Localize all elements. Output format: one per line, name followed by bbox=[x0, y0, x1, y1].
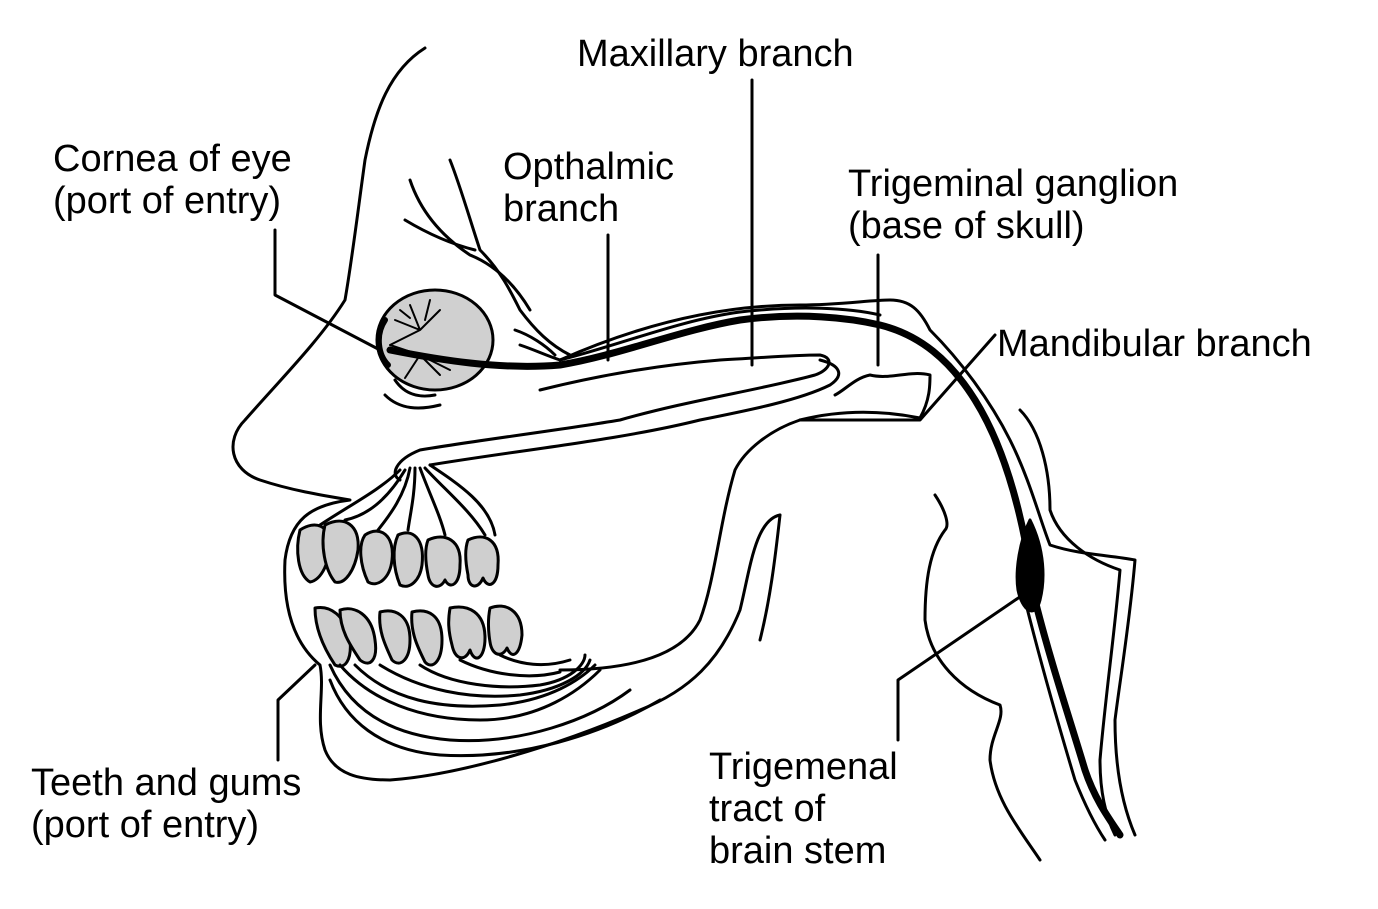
label-mandibular-line-1: Mandibular branch bbox=[997, 323, 1312, 365]
upper-tooth-2 bbox=[321, 519, 360, 584]
label-trigemenal-tract: Trigemenal tract of brain stem bbox=[709, 746, 898, 872]
brainstem-tract-outline bbox=[1023, 598, 1107, 842]
label-ganglion-line-2: (base of skull) bbox=[848, 205, 1085, 247]
label-ganglion-line-1: Trigeminal ganglion bbox=[848, 163, 1179, 205]
label-tract-line-2: tract of bbox=[709, 788, 826, 830]
lower-tooth-5 bbox=[447, 605, 487, 660]
neck-line bbox=[923, 493, 1042, 862]
eye-ball bbox=[375, 288, 495, 392]
skull-contour bbox=[558, 298, 1137, 837]
label-teeth-line-2: (port of entry) bbox=[31, 804, 260, 846]
skull-inner bbox=[1018, 408, 1122, 837]
leader-mandibular bbox=[798, 333, 997, 422]
label-opthalmic-branch: Opthalmic branch bbox=[503, 146, 674, 230]
maxilla-lower bbox=[428, 358, 841, 467]
brainstem-tract bbox=[1031, 596, 1124, 839]
nerve-main bbox=[386, 312, 1029, 544]
eyelid-lower bbox=[383, 378, 442, 410]
label-trigeminal-ganglion: Trigeminal ganglion (base of skull) bbox=[848, 163, 1178, 247]
throat-line bbox=[758, 513, 782, 642]
jaw-inner bbox=[798, 372, 932, 422]
leader-cornea bbox=[273, 228, 382, 352]
jaw-lower-outline bbox=[328, 678, 662, 758]
leader-teeth bbox=[276, 663, 317, 762]
lower-tooth-nerves bbox=[328, 653, 632, 743]
label-maxillary-branch: Maxillary branch bbox=[577, 33, 854, 75]
label-maxillary-line-1: Maxillary branch bbox=[577, 33, 854, 75]
label-mandibular-branch: Mandibular branch bbox=[997, 323, 1312, 365]
brainstem-ganglion bbox=[1015, 518, 1045, 613]
label-opthalmic-line-2: branch bbox=[503, 188, 620, 230]
upper-tooth-6 bbox=[464, 535, 500, 588]
maxilla-upper bbox=[393, 353, 831, 482]
lower-tooth-4 bbox=[410, 609, 444, 667]
label-cornea-line-1: Cornea of eye bbox=[53, 138, 292, 180]
label-teeth-and-gums: Teeth and gums (port of entry) bbox=[31, 762, 301, 846]
eye-cornea bbox=[375, 317, 391, 368]
upper-tooth-5 bbox=[424, 535, 462, 588]
upper-tooth-4 bbox=[392, 531, 424, 588]
label-opthalmic-line-1: Opthalmic bbox=[503, 146, 675, 188]
label-tract-line-1: Trigemenal bbox=[709, 746, 898, 788]
upper-tooth-nerves bbox=[318, 463, 497, 537]
label-cornea-line-2: (port of entry) bbox=[53, 180, 282, 222]
mandible-outline bbox=[558, 418, 802, 672]
label-teeth-line-1: Teeth and gums bbox=[31, 762, 302, 804]
opthalmic-branches bbox=[403, 178, 562, 362]
nerve-outer bbox=[558, 306, 882, 362]
lower-tooth-2 bbox=[338, 607, 378, 665]
upper-tooth-3 bbox=[359, 529, 394, 586]
leader-tract bbox=[896, 588, 1032, 742]
label-cornea-of-eye: Cornea of eye (port of entry) bbox=[53, 138, 292, 222]
lower-tooth-3 bbox=[378, 609, 412, 665]
label-tract-line-3: brain stem bbox=[709, 830, 887, 872]
lower-tooth-6 bbox=[487, 604, 524, 656]
